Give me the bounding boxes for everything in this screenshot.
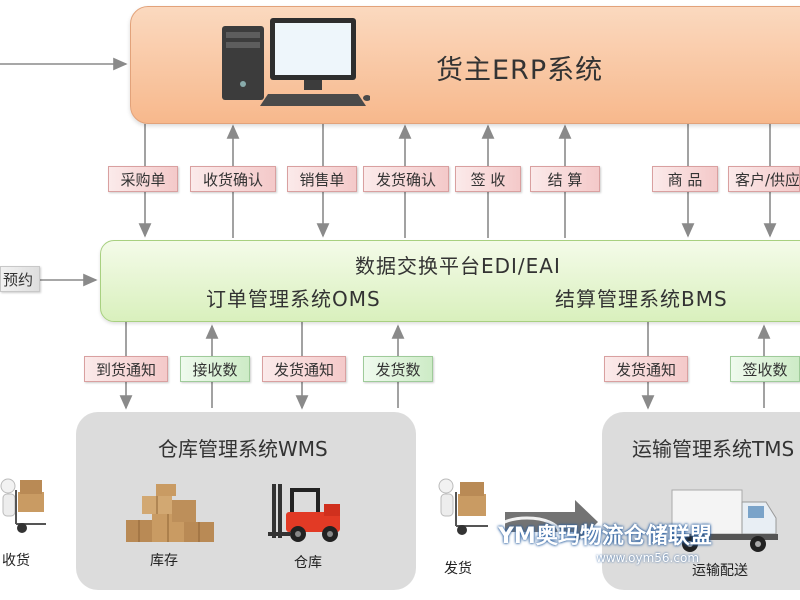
- bms-label: 结算管理系统BMS: [555, 287, 728, 311]
- tag-arrival-notice: 到货通知: [84, 356, 168, 382]
- edi-title: 数据交换平台EDI/EAI: [355, 254, 561, 278]
- edi-platform-box: [100, 240, 800, 322]
- erp-title: 货主ERP系统: [436, 55, 604, 86]
- stock-label: 库存: [150, 553, 178, 569]
- wms-title: 仓库管理系统WMS: [158, 437, 328, 461]
- delivery-label: 运输配送: [692, 563, 748, 579]
- truck-icon: [670, 489, 778, 552]
- computer-icon: [222, 18, 370, 106]
- tms-title: 运输管理系统TMS: [632, 437, 795, 461]
- hand-truck-icon: [438, 478, 488, 535]
- wms-box: [76, 412, 416, 590]
- tag-signed-qty: 签收数: [730, 356, 800, 382]
- watermark-url: www.oym56.com: [596, 551, 700, 565]
- watermark-logo-icon: [493, 516, 561, 548]
- warehouse-label: 仓库: [294, 555, 322, 571]
- tag-received-qty: 接收数: [180, 356, 250, 382]
- tag-goods: 商 品: [652, 166, 718, 192]
- tag-sales-order: 销售单: [287, 166, 357, 192]
- forklift-icon: [268, 484, 340, 542]
- tag-tms-ship-notice: 发货通知: [604, 356, 688, 382]
- boxes-icon: [126, 484, 214, 542]
- ship-label: 发货: [444, 561, 472, 577]
- tag-ship-notice: 发货通知: [262, 356, 346, 382]
- tag-purchase-order: 采购单: [108, 166, 178, 192]
- hand-truck-icon: [0, 478, 46, 533]
- tag-reservation: 预约: [0, 266, 40, 292]
- tag-ship-confirm: 发货确认: [363, 166, 449, 192]
- tag-sign: 签 收: [455, 166, 521, 192]
- oms-label: 订单管理系统OMS: [206, 287, 381, 311]
- tag-shipped-qty: 发货数: [363, 356, 433, 382]
- receive-label: 收货: [2, 553, 30, 569]
- tag-customer-supplier: 客户/供应商: [728, 166, 800, 192]
- watermark-text: YM奥玛物流仓储联盟: [498, 524, 712, 549]
- tag-receipt-confirm: 收货确认: [190, 166, 276, 192]
- tag-settle: 结 算: [530, 166, 600, 192]
